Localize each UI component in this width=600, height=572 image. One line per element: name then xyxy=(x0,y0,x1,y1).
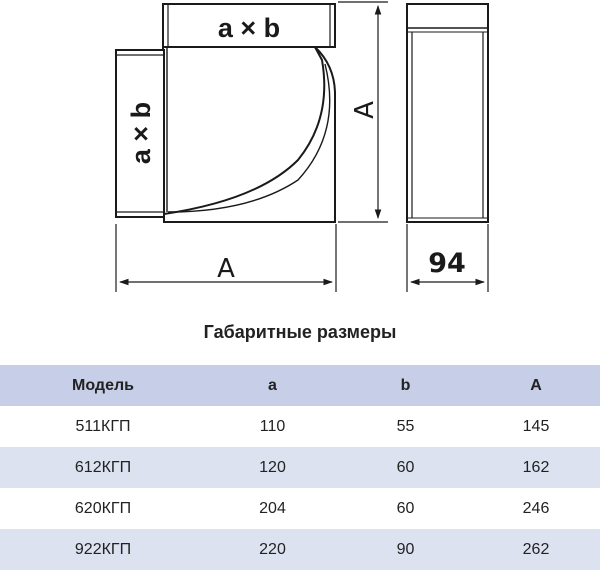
cell-b: 55 xyxy=(339,406,472,447)
cell-model: 612КГП xyxy=(0,447,206,488)
table-header-row: Модель a b A xyxy=(0,365,600,406)
elbow-technical-drawing: a × b a × b A A 94 xyxy=(115,1,489,292)
depth-dimension xyxy=(406,224,489,292)
depth-dimension-label: 94 xyxy=(428,248,466,279)
elbow-inner-curve xyxy=(167,63,331,213)
cell-big-a: 262 xyxy=(472,529,600,570)
cell-model: 922КГП xyxy=(0,529,206,570)
cell-model: 620КГП xyxy=(0,488,206,529)
header-big-a: A xyxy=(472,365,600,406)
dimensions-table: Модель a b A 511КГП 110 55 145 612КГП 12… xyxy=(0,365,600,570)
cell-model: 511КГП xyxy=(0,406,206,447)
elbow-side-view xyxy=(406,3,489,223)
cell-big-a: 162 xyxy=(472,447,600,488)
table-row: 620КГП 204 60 246 xyxy=(0,488,600,529)
cell-b: 60 xyxy=(339,447,472,488)
width-dimension xyxy=(115,224,337,292)
header-a: a xyxy=(206,365,339,406)
cell-a: 110 xyxy=(206,406,339,447)
header-b: b xyxy=(339,365,472,406)
table-row: 612КГП 120 60 162 xyxy=(0,447,600,488)
cell-b: 90 xyxy=(339,529,472,570)
cell-a: 220 xyxy=(206,529,339,570)
cell-b: 60 xyxy=(339,488,472,529)
table-row: 511КГП 110 55 145 xyxy=(0,406,600,447)
cell-big-a: 145 xyxy=(472,406,600,447)
cell-a: 120 xyxy=(206,447,339,488)
cell-a: 204 xyxy=(206,488,339,529)
top-flange xyxy=(162,3,336,48)
height-dimension-label: A xyxy=(350,101,380,119)
header-model: Модель xyxy=(0,365,206,406)
table-title: Габаритные размеры xyxy=(203,322,397,342)
table-row: 922КГП 220 90 262 xyxy=(0,529,600,570)
side-flange-label: a × b xyxy=(126,102,156,164)
elbow-outer-curve xyxy=(163,46,336,223)
height-dimension xyxy=(338,1,388,223)
width-dimension-label: A xyxy=(217,254,235,284)
cell-big-a: 246 xyxy=(472,488,600,529)
elbow-front-view xyxy=(115,3,336,223)
top-flange-label: a × b xyxy=(218,13,280,43)
left-flange xyxy=(115,49,165,218)
